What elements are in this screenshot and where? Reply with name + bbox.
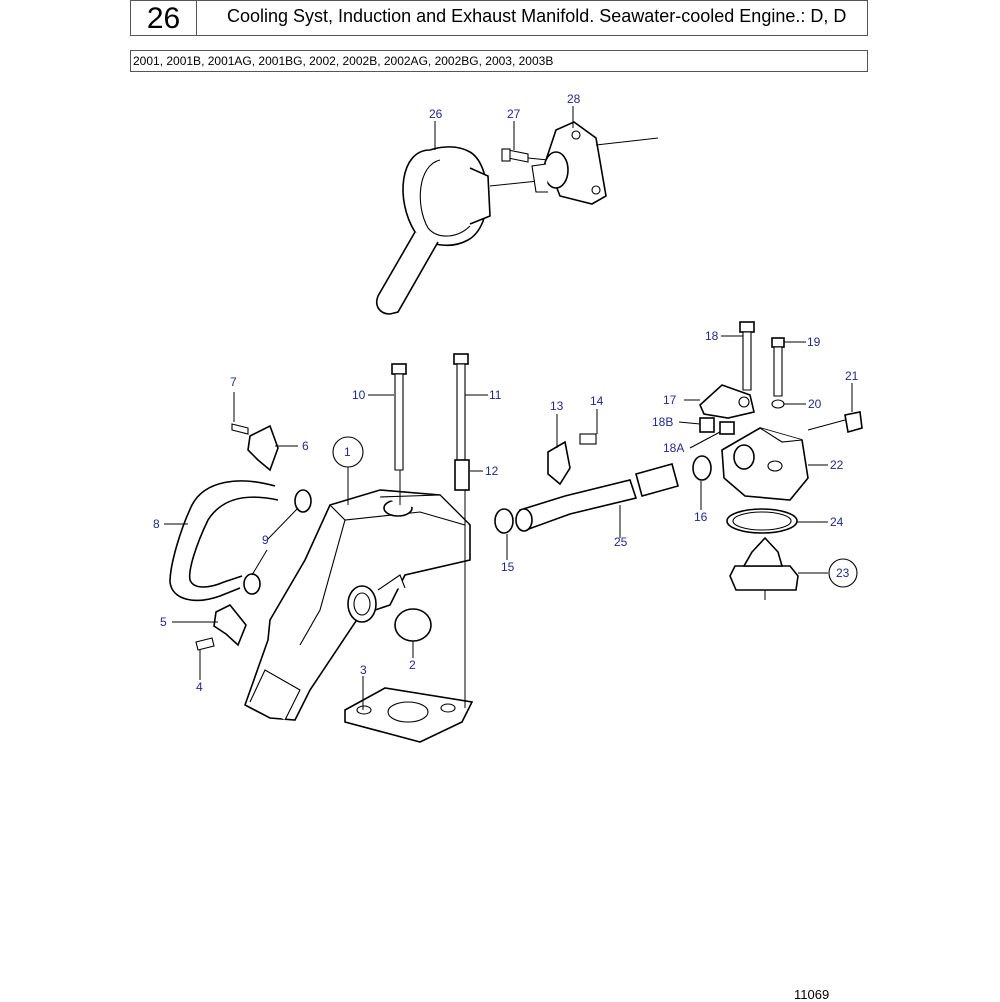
- intake-flange: [531, 121, 659, 205]
- thermostat: [729, 536, 799, 600]
- callout-7: 7: [230, 375, 237, 389]
- callout-16: 16: [694, 510, 708, 524]
- header-box: 26 Cooling Syst, Induction and Exhaust M…: [130, 0, 868, 36]
- callout-19: 19: [807, 335, 821, 349]
- blanking-plug: [394, 608, 432, 642]
- o-rings: [243, 489, 312, 595]
- exhaust-flange-gasket: [344, 687, 474, 743]
- drawing-number: 11069: [794, 987, 830, 1002]
- model-list: 2001, 2001B, 2001AG, 2001BG, 2002, 2002B…: [130, 50, 868, 72]
- callout-11: 11: [489, 388, 502, 402]
- hose-bracket-lower: [195, 603, 247, 651]
- callout-8: 8: [153, 517, 160, 531]
- callout-24: 24: [830, 515, 844, 529]
- page-number: 26: [131, 1, 197, 35]
- callout-23-circle: [828, 558, 858, 588]
- callout-25: 25: [614, 535, 628, 549]
- callout-20: 20: [808, 397, 822, 411]
- callout-12: 12: [485, 464, 499, 478]
- callout-21: 21: [845, 369, 859, 383]
- callout-labels: 26 27 28 1 2 3 4 5 6 7 8 9 10 11 12 13 1…: [153, 92, 859, 694]
- callout-3: 3: [360, 663, 367, 677]
- callout-4: 4: [196, 680, 203, 694]
- callout-27: 27: [507, 107, 521, 121]
- callout-13: 13: [550, 399, 564, 413]
- callout-2: 2: [409, 658, 416, 672]
- thermostat-gasket: [726, 508, 798, 534]
- callout-17: 17: [663, 393, 677, 407]
- callout-5: 5: [160, 615, 167, 629]
- drain-plug: [844, 411, 863, 434]
- cooling-hose: [169, 480, 279, 602]
- pipe-assembly: [494, 433, 712, 534]
- mounting-bracket: [699, 384, 755, 419]
- callout-26: 26: [429, 107, 443, 121]
- manifold-screws: [391, 353, 470, 708]
- thermostat-housing: [721, 427, 809, 501]
- callout-18B: 18B: [652, 415, 673, 429]
- callout-18: 18: [705, 329, 719, 343]
- callout-14: 14: [590, 394, 604, 408]
- callout-1-circle: [332, 436, 364, 468]
- callout-23: 23: [836, 566, 850, 580]
- callout-18A: 18A: [663, 441, 684, 455]
- flange-screw: [501, 148, 549, 163]
- callout-6: 6: [302, 439, 309, 453]
- callout-15: 15: [501, 560, 515, 574]
- spacer-bushings: [699, 417, 735, 435]
- air-intake-silencer: [375, 146, 549, 315]
- page-title: Cooling Syst, Induction and Exhaust Mani…: [227, 6, 847, 26]
- exhaust-manifold: [244, 489, 471, 721]
- callout-1: 1: [344, 445, 351, 459]
- callout-9: 9: [262, 533, 269, 547]
- leader-lines: [164, 106, 853, 710]
- callout-28: 28: [567, 92, 581, 106]
- hose-bracket-upper: [231, 423, 279, 472]
- thermostat-bolts: [739, 321, 785, 409]
- callout-10: 10: [352, 388, 366, 402]
- callout-22: 22: [830, 458, 844, 472]
